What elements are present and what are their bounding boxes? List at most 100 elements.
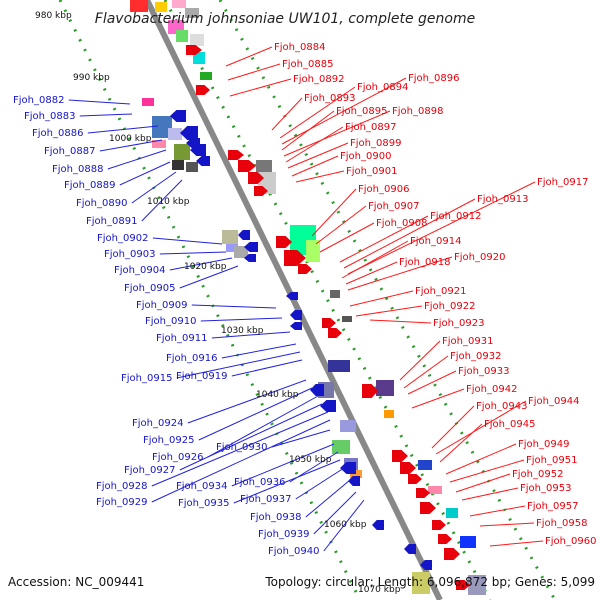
forward-gene-leader <box>445 443 517 475</box>
gene-block <box>226 244 238 252</box>
reverse-gene-leader <box>159 251 227 255</box>
gene-block <box>152 140 166 148</box>
reverse-gene-label: Fjoh_0887 <box>44 146 95 157</box>
forward-gene-leader <box>349 290 414 307</box>
forward-gene-leader <box>411 388 465 409</box>
gene-block <box>174 144 190 160</box>
gene-block <box>142 98 154 106</box>
forward-gene-leader <box>343 198 476 269</box>
forward-gene-label: Fjoh_0913 <box>477 194 528 205</box>
forward-gene-arrow <box>196 85 210 95</box>
forward-gene-label: Fjoh_0897 <box>345 122 396 133</box>
forward-gene-arrow <box>400 462 416 474</box>
gene-block <box>256 160 272 172</box>
reverse-gene-label: Fjoh_0940 <box>268 546 319 557</box>
reverse-gene-arrow <box>180 126 198 140</box>
reverse-gene-leader <box>323 499 365 552</box>
reverse-gene-label: Fjoh_0937 <box>240 494 291 505</box>
reverse-gene-arrow <box>420 560 432 570</box>
forward-gene-leader <box>315 205 367 245</box>
reverse-gene-label: Fjoh_0928 <box>96 481 147 492</box>
kbp-label: 1070 kbp <box>358 585 401 595</box>
forward-gene-leader <box>281 77 407 145</box>
reverse-gene-label: Fjoh_0919 <box>176 371 227 382</box>
reverse-gene-label: Fjoh_0936 <box>234 477 285 488</box>
gene-block <box>186 162 198 172</box>
reverse-gene-leader <box>233 459 341 504</box>
reverse-gene-label: Fjoh_0934 <box>176 481 227 492</box>
gene-block <box>306 240 320 262</box>
forward-gene-leader <box>225 46 273 67</box>
reverse-gene-arrow <box>340 462 356 474</box>
reverse-gene-leader <box>207 395 319 458</box>
forward-gene-label: Fjoh_0901 <box>346 166 397 177</box>
forward-gene-leader <box>311 188 357 237</box>
reverse-gene-label: Fjoh_0909 <box>136 300 187 311</box>
forward-gene-arrow <box>238 160 256 172</box>
forward-gene-leader <box>295 170 345 183</box>
reverse-gene-leader <box>231 359 303 377</box>
forward-gene-label: Fjoh_0892 <box>293 74 344 85</box>
forward-gene-leader <box>449 459 525 483</box>
forward-gene-leader <box>285 126 344 163</box>
reverse-gene-label: Fjoh_0888 <box>52 164 103 175</box>
gene-block <box>376 380 394 396</box>
forward-gene-leader <box>399 340 441 381</box>
gene-block <box>222 230 238 244</box>
kbp-label: 1030 kbp <box>221 326 264 336</box>
reverse-gene-leader <box>176 351 301 379</box>
reverse-gene-leader <box>231 443 335 487</box>
forward-gene-leader <box>283 110 391 157</box>
reverse-gene-leader <box>87 125 159 134</box>
gene-block <box>130 0 148 12</box>
reverse-gene-label: Fjoh_0903 <box>104 249 155 260</box>
forward-gene-arrow <box>362 384 378 398</box>
reverse-gene-leader <box>179 403 323 471</box>
reverse-gene-arrow <box>372 520 384 530</box>
forward-gene-leader <box>271 97 303 131</box>
kbp-label: 1020 kbp <box>184 262 227 272</box>
reverse-gene-leader <box>221 343 297 359</box>
reverse-gene-leader <box>131 171 177 204</box>
reverse-gene-arrow <box>196 156 210 166</box>
gene-block <box>412 572 430 594</box>
gene-block <box>418 460 432 470</box>
gene-block <box>330 290 340 298</box>
forward-gene-label: Fjoh_0898 <box>392 106 443 117</box>
forward-gene-leader <box>229 78 292 97</box>
forward-gene-label: Fjoh_0908 <box>376 218 427 229</box>
reverse-gene-leader <box>151 419 331 503</box>
forward-gene-arrow <box>432 520 446 530</box>
forward-gene-leader <box>341 240 409 279</box>
gene-block <box>176 30 188 42</box>
gene-block <box>190 34 204 46</box>
forward-gene-leader <box>461 487 519 501</box>
forward-gene-label: Fjoh_0944 <box>528 396 579 407</box>
forward-gene-label: Fjoh_0932 <box>450 351 501 362</box>
tick-track <box>58 0 362 600</box>
reverse-gene-label: Fjoh_0890 <box>76 198 127 209</box>
reverse-gene-arrow <box>320 400 336 412</box>
reverse-gene-arrow <box>348 476 360 486</box>
tick-track <box>218 0 557 600</box>
forward-gene-label: Fjoh_0895 <box>336 106 387 117</box>
reverse-gene-label: Fjoh_0926 <box>152 452 203 463</box>
reverse-gene-label: Fjoh_0927 <box>124 465 175 476</box>
forward-gene-label: Fjoh_0896 <box>408 73 459 84</box>
forward-gene-leader <box>439 423 483 463</box>
gene-block <box>342 316 352 322</box>
forward-gene-arrow <box>408 474 422 484</box>
kbp-label: 1040 kbp <box>256 390 299 400</box>
kbp-label: 990 kbp <box>73 73 110 83</box>
reverse-gene-label: Fjoh_0910 <box>145 316 196 327</box>
reverse-gene-label: Fjoh_0891 <box>86 216 137 227</box>
gene-block <box>168 128 182 140</box>
gene-block <box>384 410 394 418</box>
reverse-gene-label: Fjoh_0889 <box>64 180 115 191</box>
forward-gene-label: Fjoh_0884 <box>274 42 325 53</box>
reverse-gene-arrow <box>286 292 298 300</box>
reverse-gene-leader <box>198 387 313 441</box>
gene-block <box>460 536 476 548</box>
reverse-gene-label: Fjoh_0924 <box>132 418 183 429</box>
reverse-gene-label: Fjoh_0905 <box>124 283 175 294</box>
